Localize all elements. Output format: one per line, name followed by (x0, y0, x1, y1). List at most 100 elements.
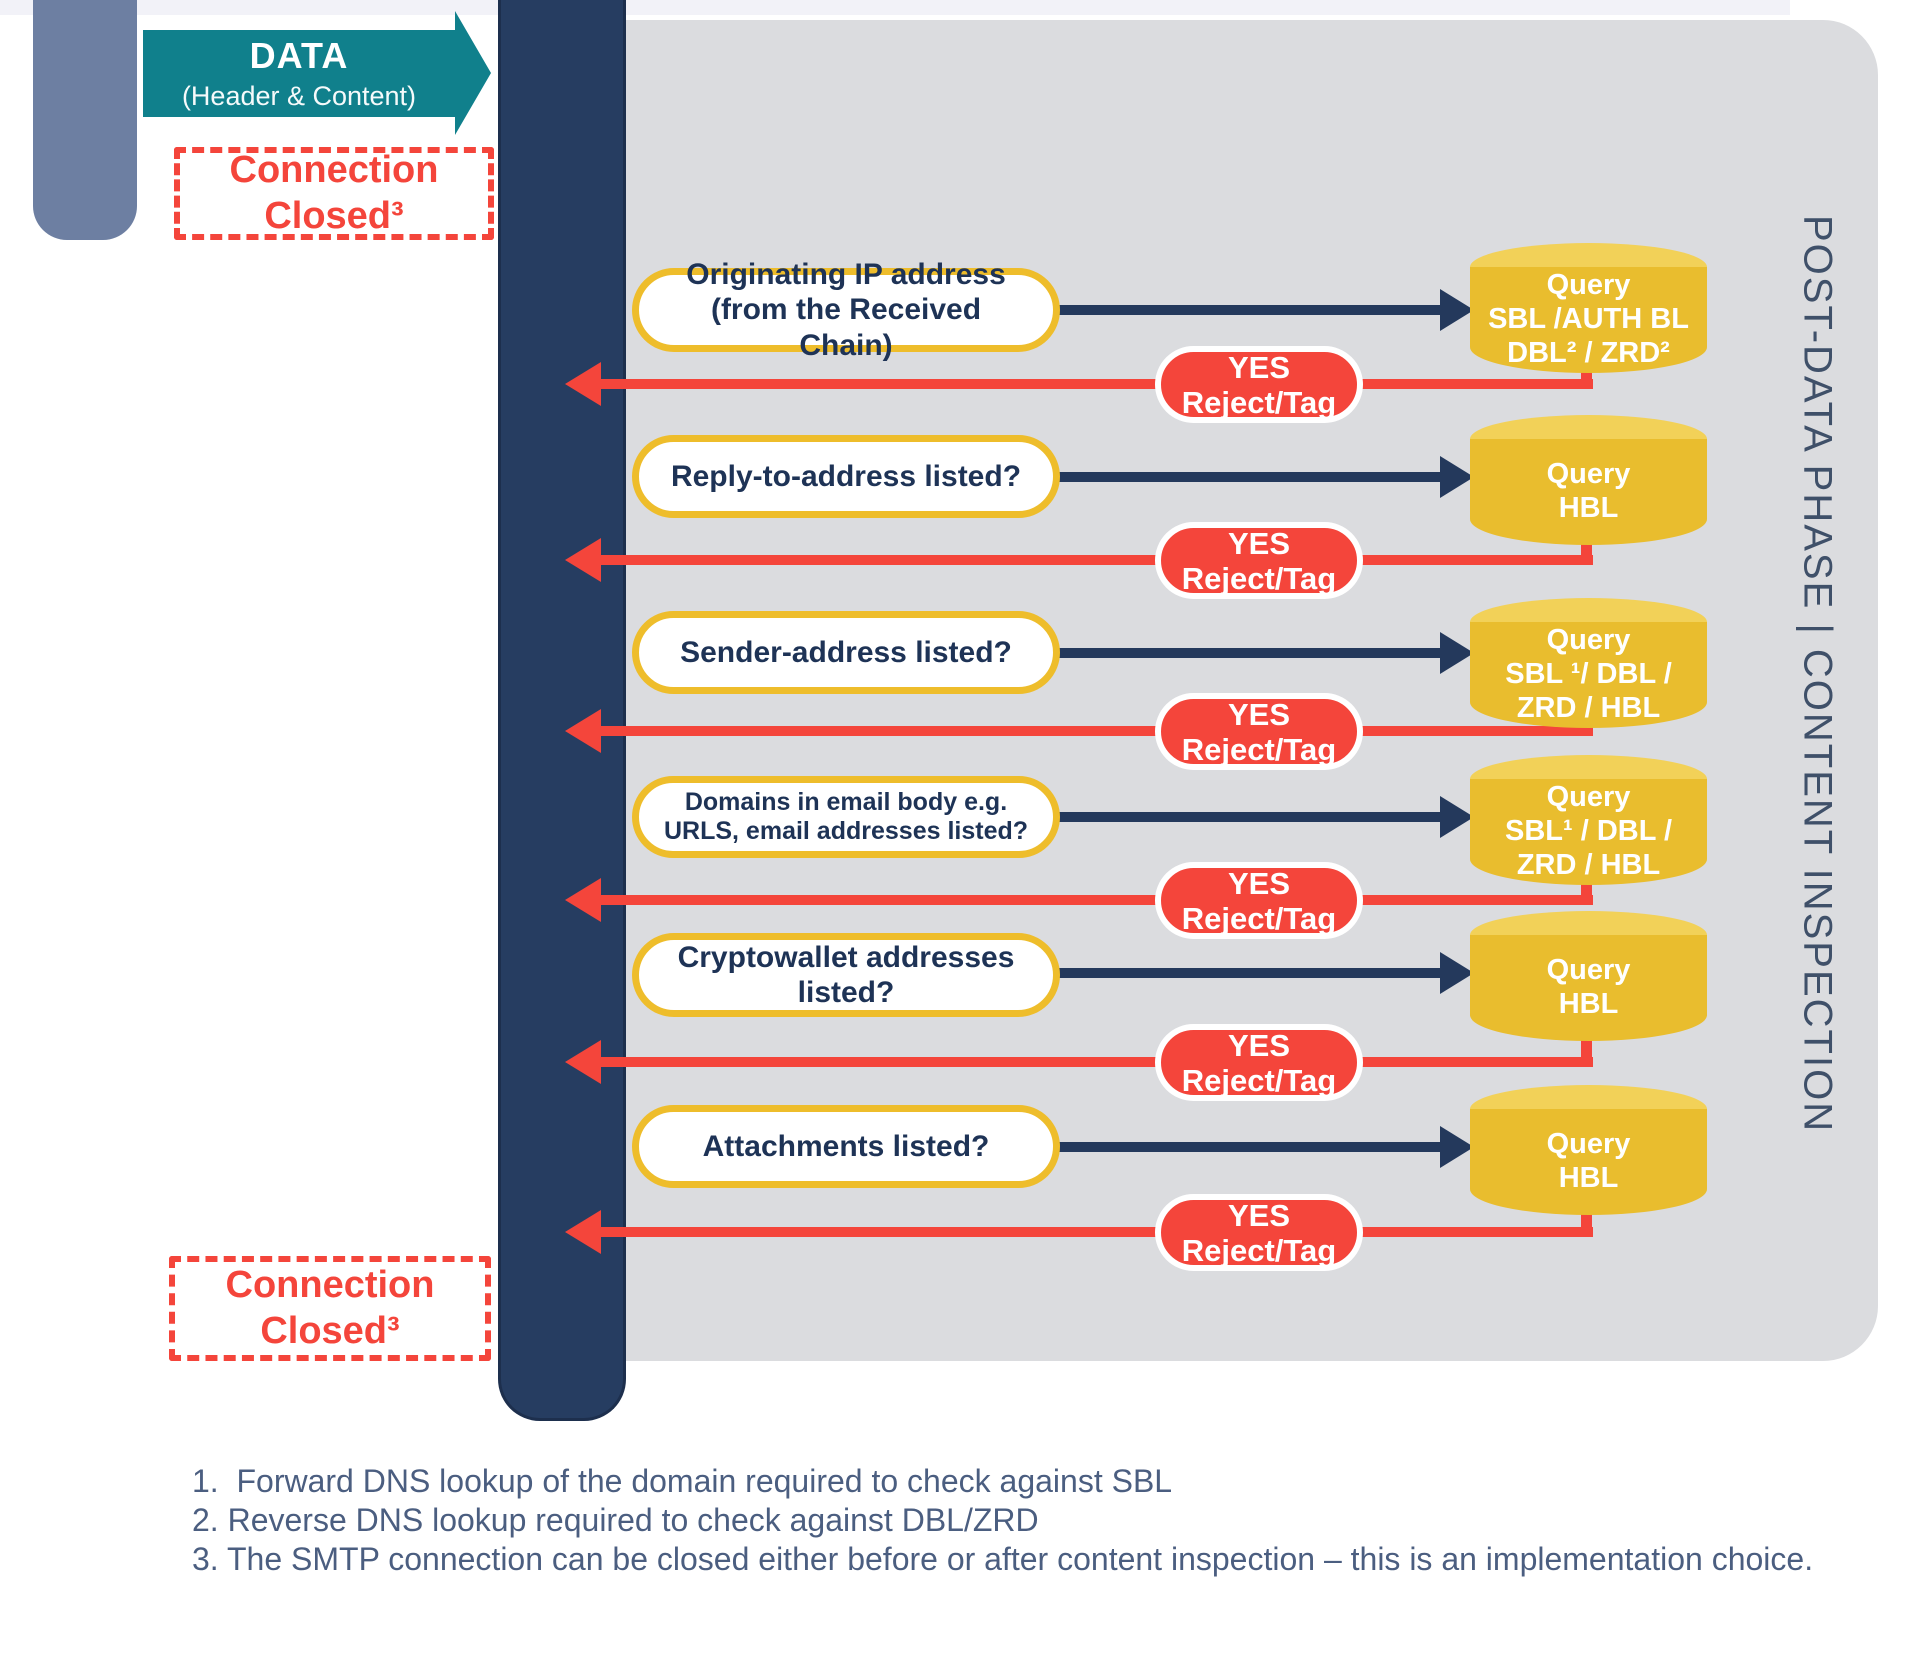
reject-line (598, 1227, 1593, 1237)
footnotes: 1. Forward DNS lookup of the domain requ… (192, 1462, 1882, 1579)
data-arrow: DATA (Header & Content) (143, 30, 455, 117)
db-line: HBL (1558, 988, 1619, 1020)
db-line: Query (1546, 954, 1631, 986)
reject-line (598, 379, 1593, 389)
connection-closed-top: Connection Closed³ (174, 147, 494, 240)
reject-arrowhead-icon (565, 1040, 601, 1084)
db-cylinder-body (1470, 439, 1707, 545)
question-box: Attachments listed? (632, 1105, 1060, 1188)
db-cylinder-icon: Query SBL ¹/ DBL / ZRD / HBL (1470, 598, 1707, 728)
db-cylinder-body (1470, 1109, 1707, 1215)
pill-yes-label: YES (1227, 865, 1291, 901)
question-box: Reply-to-address listed? (632, 435, 1060, 518)
footnote-2: 2. Reverse DNS lookup required to check … (192, 1502, 1039, 1538)
reject-arrowhead-icon (565, 878, 601, 922)
reject-line-elbow (1581, 1200, 1592, 1237)
pill-reject-label: Reject/Tag (1181, 1062, 1337, 1098)
db-cylinder-label: Query HBL (1470, 1111, 1707, 1211)
reject-line-elbow (1581, 1026, 1592, 1067)
reject-line (598, 726, 1593, 736)
query-arrowhead-icon (1440, 796, 1474, 838)
db-line: SBL¹ / DBL / (1504, 815, 1673, 847)
db-line: ZRD / HBL (1516, 849, 1661, 881)
yes-reject-pill: YES Reject/Tag (1155, 522, 1363, 599)
question-text: Attachments listed? (702, 1129, 990, 1163)
footnote-1: 1. Forward DNS lookup of the domain requ… (192, 1463, 1173, 1499)
db-cylinder-body (1470, 622, 1707, 728)
data-arrow-head-icon (455, 11, 491, 135)
db-cylinder-label: Query SBL ¹/ DBL / ZRD / HBL (1470, 624, 1707, 724)
db-line: HBL (1558, 1162, 1619, 1194)
data-arrow-subtitle: (Header & Content) (181, 81, 417, 111)
question-box: Cryptowallet addresses listed? (632, 933, 1060, 1017)
db-cylinder-label: Query HBL (1470, 441, 1707, 541)
reject-line-elbow (1581, 358, 1592, 389)
query-arrowhead-icon (1440, 289, 1474, 331)
query-arrowhead-icon (1440, 632, 1474, 674)
question-box: Sender-address listed? (632, 611, 1060, 694)
question-text: Reply-to-address listed? (670, 459, 1022, 493)
query-line (1048, 968, 1446, 978)
reject-arrowhead-icon (565, 1210, 601, 1254)
pill-reject-label: Reject/Tag (1181, 731, 1337, 767)
reject-line-elbow (1581, 870, 1592, 905)
pill-reject-label: Reject/Tag (1181, 560, 1337, 596)
question-text: Originating IP address (from the Receive… (686, 257, 1006, 362)
pill-reject-label: Reject/Tag (1181, 900, 1337, 936)
yes-reject-pill: YES Reject/Tag (1155, 693, 1363, 770)
question-text: Domains in email body e.g. URLS, email a… (663, 787, 1029, 846)
reject-arrowhead-icon (565, 538, 601, 582)
yes-reject-pill: YES Reject/Tag (1155, 862, 1363, 939)
question-box: Domains in email body e.g. URLS, email a… (632, 776, 1060, 858)
db-line: ZRD / HBL (1516, 692, 1661, 724)
db-line: Query (1546, 1128, 1631, 1160)
reject-line (598, 555, 1593, 565)
top-background-strip (0, 0, 1790, 15)
pill-reject-label: Reject/Tag (1181, 1232, 1337, 1268)
yes-reject-pill: YES Reject/Tag (1155, 1024, 1363, 1101)
query-line (1048, 812, 1446, 822)
db-line: DBL² / ZRD² (1507, 337, 1670, 369)
reject-line (598, 895, 1593, 905)
db-cylinder-icon: Query SBL¹ / DBL / ZRD / HBL (1470, 755, 1707, 885)
query-line (1048, 305, 1446, 315)
pill-yes-label: YES (1227, 1197, 1291, 1233)
db-line: Query (1546, 458, 1631, 490)
data-arrow-title: DATA (249, 35, 349, 76)
reject-line (598, 1057, 1593, 1067)
db-cylinder-icon: Query HBL (1470, 415, 1707, 545)
yes-reject-pill: YES Reject/Tag (1155, 346, 1363, 423)
db-cylinder-body (1470, 267, 1707, 373)
mail-flow-bar (498, 0, 626, 1421)
reject-line-elbow (1581, 530, 1592, 565)
smtp-session-shape (33, 0, 137, 240)
query-line (1048, 472, 1446, 482)
question-text: Sender-address listed? (680, 635, 1012, 669)
db-cylinder-label: Query HBL (1470, 937, 1707, 1037)
db-cylinder-body (1470, 935, 1707, 1041)
db-cylinder-icon: Query HBL (1470, 911, 1707, 1041)
pill-reject-label: Reject/Tag (1181, 384, 1337, 420)
db-line: HBL (1558, 492, 1619, 524)
footnote-3: 3. The SMTP connection can be closed eit… (192, 1541, 1814, 1577)
pill-yes-label: YES (1227, 696, 1291, 732)
db-cylinder-icon: Query HBL (1470, 1085, 1707, 1215)
db-line: SBL ¹/ DBL / (1505, 658, 1672, 690)
connection-closed-bottom: Connection Closed³ (169, 1256, 491, 1361)
query-arrowhead-icon (1440, 1126, 1474, 1168)
db-cylinder-label: Query SBL /AUTH BL DBL² / ZRD² (1470, 269, 1707, 369)
db-cylinder-body (1470, 779, 1707, 885)
query-arrowhead-icon (1440, 952, 1474, 994)
reject-arrowhead-icon (565, 362, 601, 406)
query-line (1048, 648, 1446, 658)
reject-arrowhead-icon (565, 709, 601, 753)
db-line: SBL /AUTH BL (1488, 303, 1689, 335)
query-line (1048, 1142, 1446, 1152)
db-cylinder-label: Query SBL¹ / DBL / ZRD / HBL (1470, 781, 1707, 881)
db-cylinder-icon: Query SBL /AUTH BL DBL² / ZRD² (1470, 243, 1707, 373)
pill-yes-label: YES (1227, 1027, 1291, 1063)
pill-yes-label: YES (1227, 349, 1291, 385)
db-line: Query (1546, 624, 1631, 656)
question-text: Cryptowallet addresses listed? (677, 940, 1015, 1009)
db-line: Query (1546, 269, 1631, 301)
